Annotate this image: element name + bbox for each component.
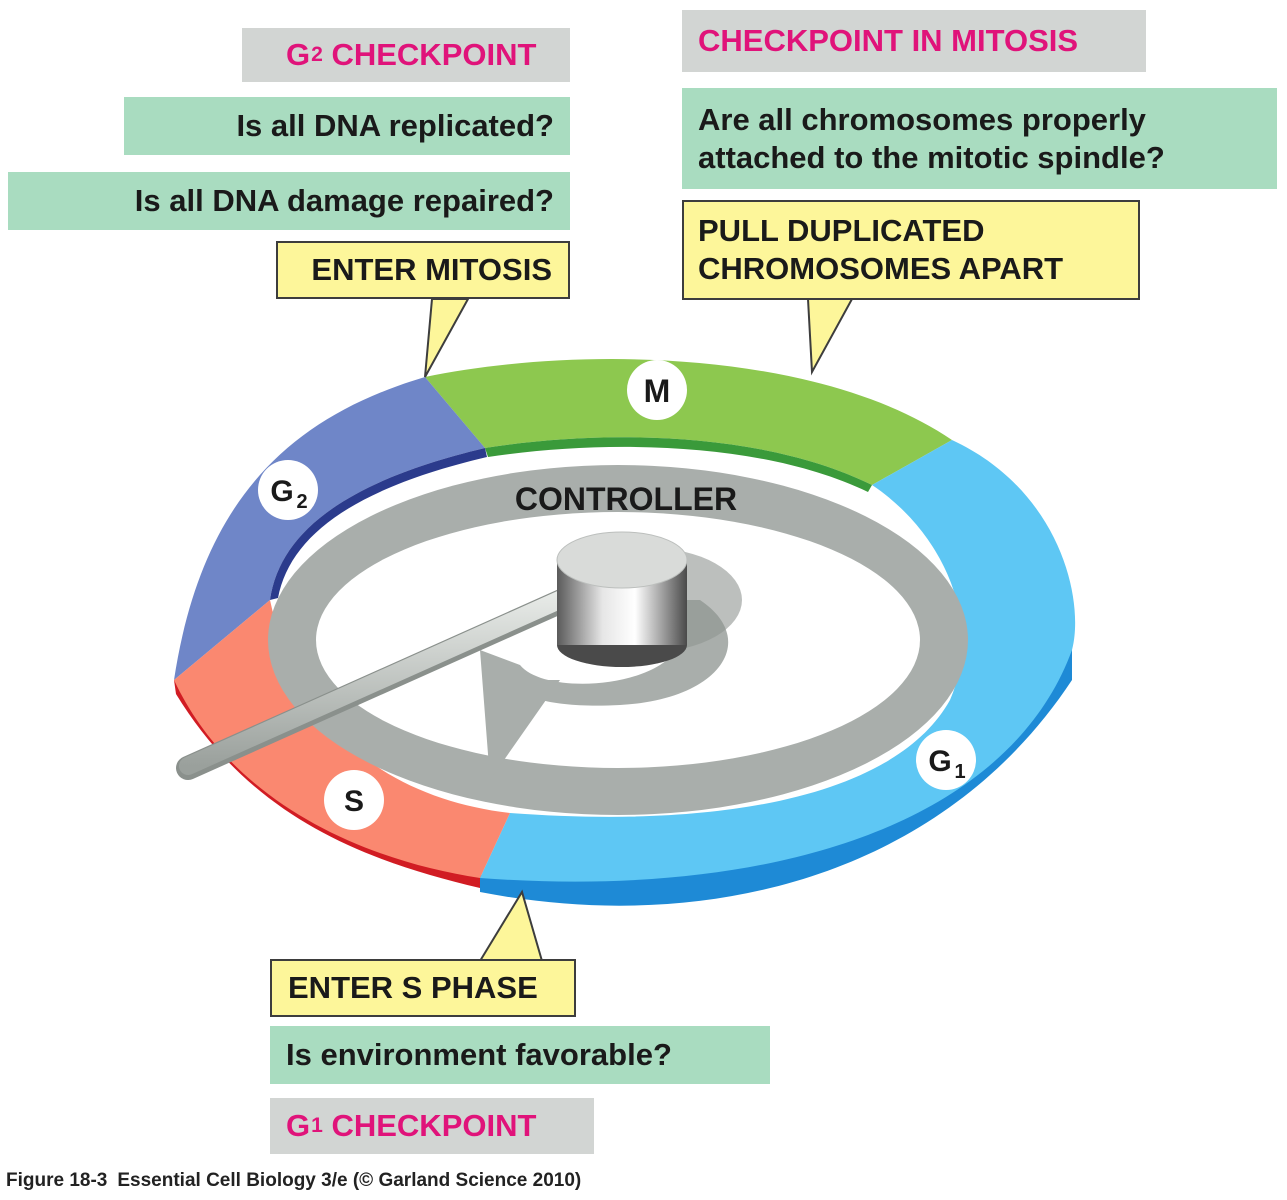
- svg-text:G: G: [928, 745, 951, 778]
- phase-g1-label: G 1: [916, 730, 976, 790]
- enter-s-phase-callout: ENTER S PHASE: [270, 959, 576, 1017]
- controller-arrow: [480, 600, 729, 780]
- figure-caption: Figure 18-3 Essential Cell Biology 3/e (©…: [6, 1170, 581, 1192]
- mitosis-checkpoint-title: CHECKPOINT IN MITOSIS: [682, 10, 1146, 72]
- controller-arm: [176, 583, 587, 780]
- figure-number: Figure 18-3: [6, 1170, 108, 1191]
- enter-mitosis-pointer: [424, 298, 470, 378]
- controller-label: CONTROLLER: [515, 481, 737, 517]
- phase-m-segment: [425, 359, 952, 485]
- enter-s-phase-pointer: [478, 889, 544, 962]
- g2-question-damage: Is all DNA damage repaired?: [8, 172, 570, 230]
- phase-m-inner-rim: [485, 437, 872, 492]
- enter-mitosis-callout: ENTER MITOSIS: [276, 241, 570, 299]
- g1-question: Is environment favorable?: [270, 1026, 770, 1084]
- phase-s-label: S: [324, 770, 384, 830]
- svg-text:S: S: [344, 785, 364, 818]
- figure-source: Essential Cell Biology 3/e (© Garland Sc…: [117, 1170, 582, 1191]
- mitosis-question: Are all chromosomes properly attached to…: [682, 88, 1277, 189]
- phase-g2-inner-rim: [270, 448, 487, 600]
- pull-apart-pointer: [806, 298, 854, 376]
- svg-text:2: 2: [296, 491, 307, 513]
- controller-hub: [556, 531, 742, 667]
- phase-g2-segment: [174, 377, 485, 680]
- pull-apart-callout: PULL DUPLICATED CHROMOSOMES APART: [682, 200, 1140, 300]
- svg-text:1: 1: [954, 761, 965, 783]
- phase-g2-label: G 2: [258, 460, 318, 520]
- phase-m-label: M: [627, 360, 687, 420]
- g2-question-replicated: Is all DNA replicated?: [124, 97, 570, 155]
- svg-text:G: G: [270, 475, 293, 508]
- svg-text:M: M: [644, 373, 671, 409]
